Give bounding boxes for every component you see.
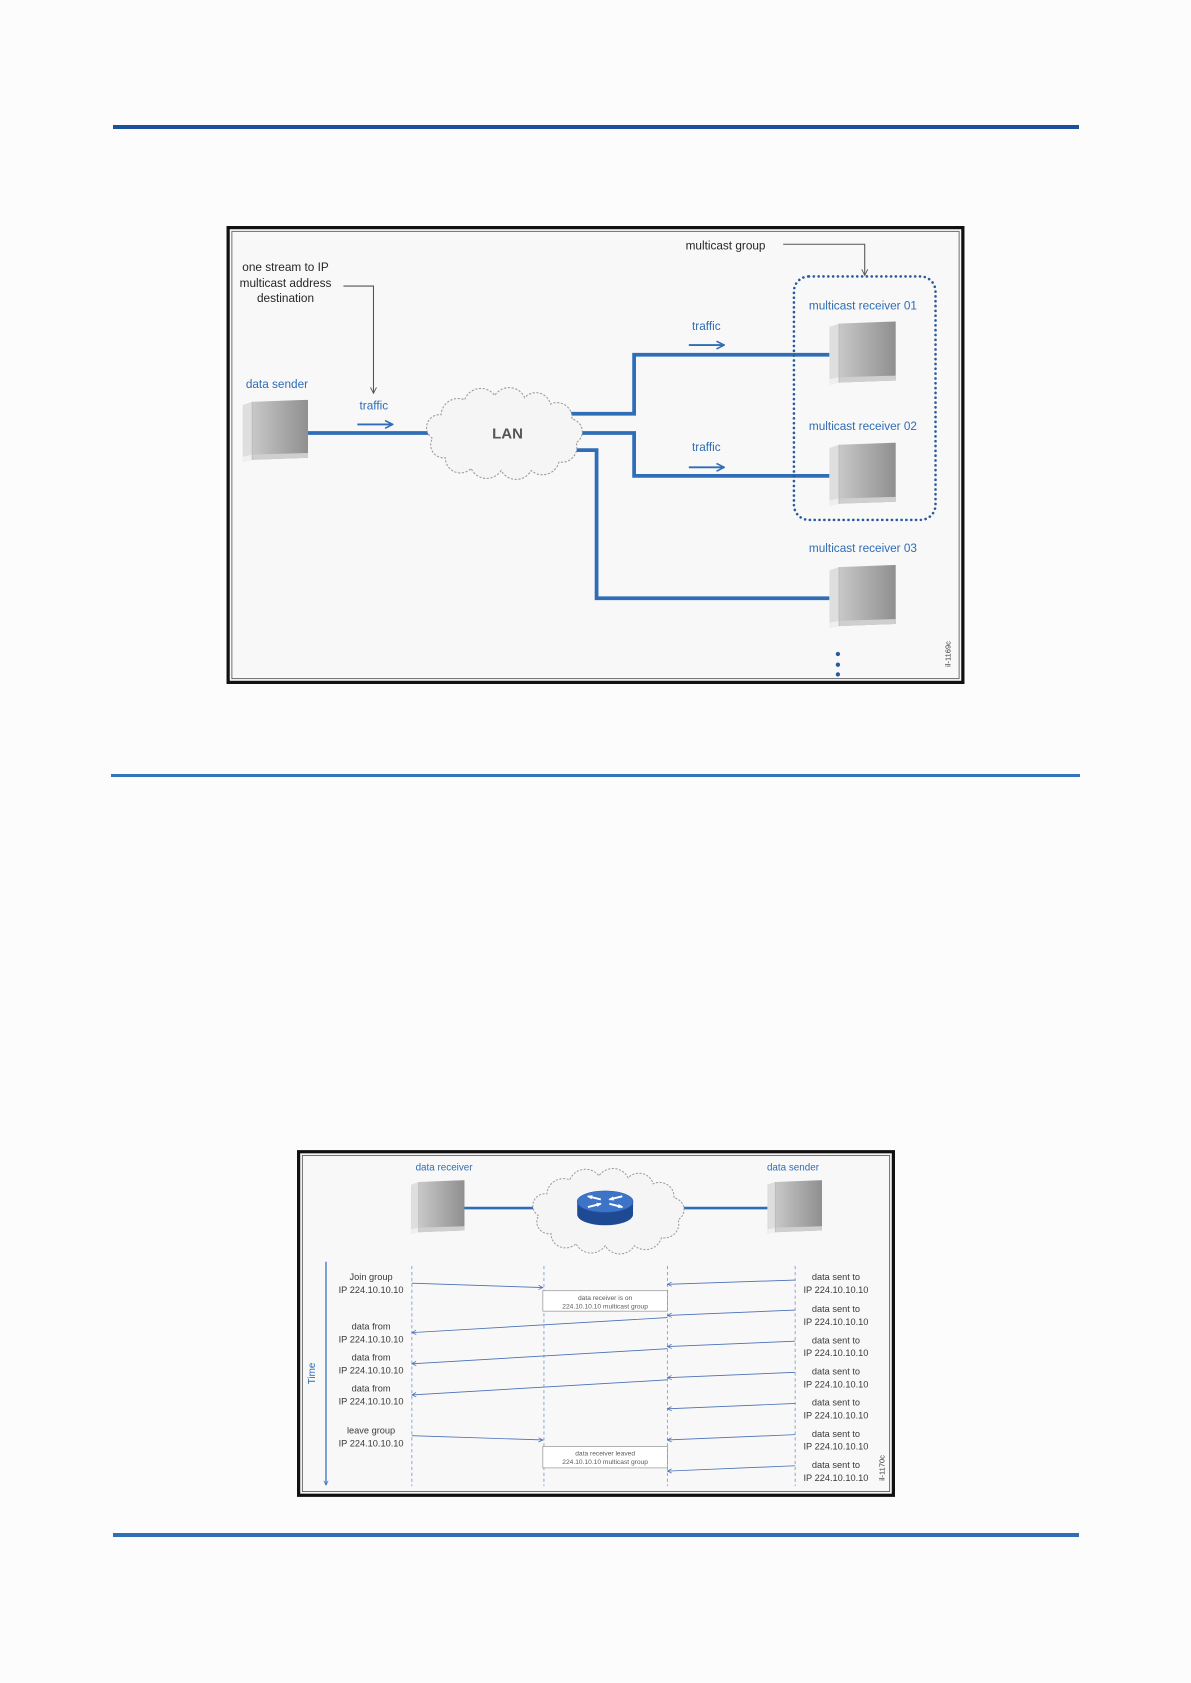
figure-frame-inner [301,1155,891,1492]
traffic-label-sender: traffic [360,399,389,412]
router-note-line-1: data receiver is on [578,1295,633,1302]
receiver-event-action: leave group [347,1426,395,1436]
figure-id: il-1170c [877,1455,886,1481]
sender-event-action: data sent to [812,1335,860,1345]
receiver-02-server-icon [829,442,896,507]
sender-event-address: IP 224.10.10.10 [803,1473,868,1483]
sender-event-address: IP 224.10.10.10 [803,1285,868,1295]
traffic-label-receiver-02: traffic [692,441,721,454]
sender-data-arrow [667,1434,796,1440]
sender-data-arrow [667,1309,796,1315]
sender-event-address: IP 224.10.10.10 [803,1379,868,1389]
router-arrow [587,1202,602,1208]
receiver-01-server-icon [829,321,896,386]
multicast-topology-diagram: multicast group one stream to IP multica… [226,226,965,684]
sender-server-icon [242,399,309,463]
receiver-01-link [548,352,830,416]
sender-data-arrow [667,1340,796,1346]
join-group-arrow [411,1282,543,1287]
router-arrow [586,1195,602,1201]
figure-id: il-1169c [944,641,953,667]
sender-event-address: IP 224.10.10.10 [803,1348,868,1358]
sender-event-action: data sent to [812,1398,860,1408]
more-receivers-dot [835,651,841,657]
time-axis-label: Time [307,1362,318,1384]
lan-label: LAN [492,425,523,442]
sender-event-action: data sent to [812,1429,860,1439]
more-receivers-dot [835,662,841,667]
figure-frame-inner [231,230,960,680]
more-receivers-dot [835,672,841,677]
sender-data-arrow [667,1371,796,1377]
sender-event-action: data sent to [812,1366,860,1376]
receiver-event-address: IP 224.10.10.10 [339,1334,404,1344]
receiver-event-address: IP 224.10.10.10 [339,1285,404,1295]
sender-event-address: IP 224.10.10.10 [803,1411,868,1421]
multicast-sequence-diagram: Time data receiver data sender Join grou… [297,1150,895,1497]
sender-event-action: data sent to [812,1460,860,1470]
stream-note-line-3: destination [257,292,314,305]
section-rule [111,774,1080,777]
router-note-line-1: data receiver leaved [575,1451,635,1458]
router-top [576,1190,634,1213]
stream-note-pointer [343,285,373,393]
receiver-02-label: multicast receiver 02 [809,420,917,433]
sender-event-address: IP 224.10.10.10 [803,1442,868,1452]
receiver-event-action: data from [352,1384,391,1394]
receiver-label: data receiver [416,1163,474,1174]
receiver-event-address: IP 224.10.10.10 [339,1397,404,1407]
forwarded-data-arrow [412,1379,668,1395]
sender-event-address: IP 224.10.10.10 [803,1317,868,1327]
multicast-group-label: multicast group [686,240,766,253]
router-arrow [609,1202,624,1209]
stream-note-line-2: multicast address [240,277,332,290]
receiver-03-label: multicast receiver 03 [809,542,917,555]
receiver-event-action: data from [352,1321,391,1331]
sender-event-action: data sent to [812,1304,860,1314]
multicast-group-pointer [783,243,865,275]
router-note-box [542,1290,668,1312]
traffic-label-receiver-01: traffic [692,320,721,333]
leave-group-arrow [411,1435,543,1440]
router-note-line-2: 224.10.10.10 multicast group [562,1303,648,1310]
router-arrow [608,1195,623,1201]
router-note-line-2: 224.10.10.10 multicast group [562,1459,648,1466]
sender-label: data sender [246,378,308,391]
sender-data-arrow [667,1279,796,1284]
router-icon [576,1190,634,1226]
receiver-02-link [548,431,830,478]
receiver-01-label: multicast receiver 01 [809,300,917,313]
router-note-box [542,1446,668,1469]
receiver-event-address: IP 224.10.10.10 [339,1365,404,1375]
receiver-03-server-icon [829,564,896,629]
receiver-event-address: IP 224.10.10.10 [339,1438,404,1448]
sender-server-icon [767,1180,822,1235]
forwarded-data-arrow [412,1348,668,1364]
forwarded-data-arrow [412,1317,668,1333]
receiver-server-icon [410,1180,465,1235]
footer-rule [113,1533,1079,1537]
receiver-event-action: data from [352,1353,391,1363]
sender-data-arrow [667,1465,796,1471]
sender-label: data sender [767,1163,820,1174]
sender-data-arrow [667,1403,796,1408]
sender-event-action: data sent to [812,1272,860,1282]
multicast-group-boundary [792,275,937,522]
header-rule [113,125,1079,129]
receiver-event-action: Join group [350,1272,393,1282]
stream-note-line-1: one stream to IP [242,261,329,274]
